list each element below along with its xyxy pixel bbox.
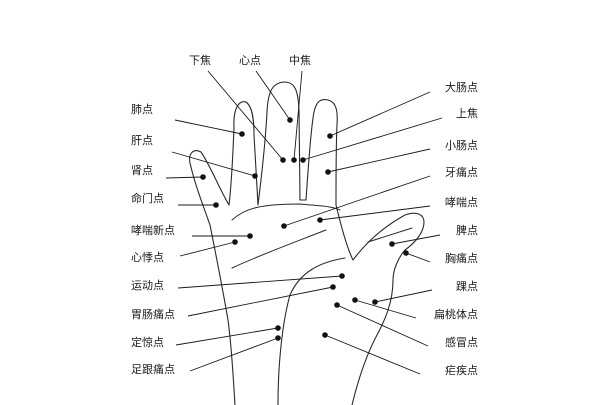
- acupoint-label-nueji: 疟疾点: [445, 363, 478, 377]
- leader-line-dingjing: [175, 327, 279, 346]
- acupoint-dot-fei: [239, 131, 245, 137]
- leader-line-biantaoti: [354, 299, 417, 319]
- leader-line-shangjiao: [302, 117, 443, 161]
- leader-line-ganmao: [336, 304, 429, 347]
- leader-line-nueji: [324, 334, 421, 375]
- acupoint-label-pi: 脾点: [456, 223, 478, 237]
- acupoint-label-gan: 肝点: [131, 134, 153, 147]
- leader-line-gan: [171, 151, 256, 177]
- acupoint-dot-yatong: [281, 223, 287, 229]
- acupoint-dot-biantaoti: [352, 297, 358, 303]
- leader-line-yundong: [177, 275, 343, 289]
- acupoint-dot-gan: [252, 173, 258, 179]
- acupoint-label-ganmao: 感冒点: [445, 336, 478, 349]
- acupoint-label-yatong: 牙痛点: [445, 165, 478, 179]
- acupoint-dot-mingmen: [213, 202, 219, 208]
- acupoint-label-weichang: 胃肠痛点: [131, 307, 175, 321]
- acupoint-label-xiongtong: 胸痛点: [445, 251, 478, 265]
- acupoint-label-xin: 心点: [239, 54, 261, 67]
- acupoint-label-huai: 踝点: [456, 280, 478, 293]
- acupoint-dot-xin: [287, 117, 293, 123]
- acupoint-dot-weichang: [330, 284, 336, 290]
- acupoint-label-yundong: 运动点: [131, 279, 164, 292]
- acupoint-dot-xinji: [232, 239, 238, 245]
- acupoint-dot-shangjiao: [300, 157, 306, 163]
- leader-line-xiaochuan: [319, 205, 431, 221]
- acupoint-dot-shen: [200, 174, 206, 180]
- leader-line-xiajiao: [207, 70, 284, 161]
- acupoint-label-xinji: 心悸点: [131, 251, 164, 264]
- acupoint-label-zhongjiao: 中焦: [289, 54, 311, 67]
- acupoint-dot-nueji: [322, 332, 328, 338]
- acupoint-dot-xiaochuanxin: [247, 233, 253, 239]
- thumb-base-line: [277, 257, 346, 405]
- acupoint-label-xiaochang: 小肠点: [445, 139, 478, 152]
- acupoint-label-fei: 肺点: [131, 103, 153, 116]
- leader-line-pi: [391, 234, 441, 245]
- acupoint-label-xiaochuan: 哮喘点: [445, 196, 478, 209]
- leader-line-xin: [255, 70, 291, 121]
- acupoint-dot-xiajiao: [280, 157, 286, 163]
- leader-line-zugen: [189, 337, 279, 372]
- acupoint-label-dingjing: 定惊点: [131, 335, 164, 349]
- acupoint-dot-xiongtong: [403, 250, 409, 256]
- acupoint-label-xiajiao: 下焦: [189, 54, 211, 67]
- palm-crease-2: [231, 229, 327, 269]
- acupoint-label-xiaochuanxin: 哮喘新点: [131, 223, 175, 237]
- acupoint-dot-zugen: [275, 335, 281, 341]
- acupoint-dot-xiaochuan: [317, 217, 323, 223]
- acupoint-dot-dachang: [327, 133, 333, 139]
- leader-line-fei: [174, 119, 243, 135]
- leader-line-huai: [374, 289, 433, 303]
- leader-line-xiongtong: [405, 252, 431, 263]
- acupoint-label-biantaoti: 扁桃体点: [434, 307, 478, 321]
- acupoint-label-mingmen: 命门点: [131, 191, 164, 205]
- palm-crease-3: [367, 227, 413, 243]
- leader-line-xinji: [179, 241, 236, 257]
- acupoint-label-zugen: 足跟痛点: [131, 362, 175, 376]
- acupoint-label-shen: 肾点: [131, 164, 153, 177]
- acupoint-dot-yundong: [339, 273, 345, 279]
- acupoint-dot-zhongjiao: [291, 157, 297, 163]
- acupoint-label-shangjiao: 上焦: [456, 107, 478, 120]
- acupoint-dot-ganmao: [334, 302, 340, 308]
- leader-line-yatong: [283, 175, 431, 227]
- acupoint-dot-xiaochang: [325, 169, 331, 175]
- leader-line-shen: [165, 176, 204, 179]
- leader-line-weichang: [187, 286, 334, 317]
- acupoint-dot-dingjing: [275, 325, 281, 331]
- palm-crease-1: [231, 203, 341, 221]
- leader-line-zhongjiao: [293, 70, 303, 161]
- leader-line-xiaochang: [327, 148, 431, 173]
- hand-outline: [189, 81, 425, 405]
- acupoint-dot-huai: [372, 299, 378, 305]
- leader-line-dachang: [329, 91, 431, 137]
- acupoint-label-dachang: 大肠点: [445, 80, 478, 94]
- acupoint-dot-pi: [389, 241, 395, 247]
